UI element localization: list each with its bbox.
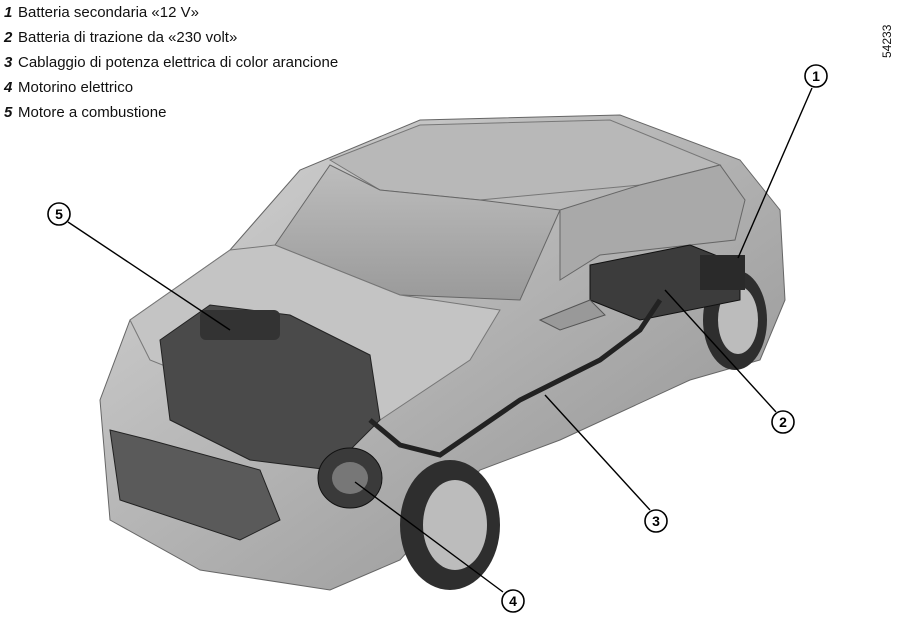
engine-cover [200,310,280,340]
callout-3: 3 [644,509,668,533]
svg-text:5: 5 [55,206,63,222]
side-window [559,164,746,281]
callout-2: 2 [771,410,795,434]
secondary-battery [700,255,745,290]
windshield [274,164,561,301]
svg-text:1: 1 [812,68,820,84]
leader-lines [67,87,813,593]
power-cable [368,298,663,458]
front-grille [109,429,281,541]
svg-text:2: 2 [779,414,787,430]
combustion-engine [159,304,381,471]
callout-4: 4 [501,589,525,613]
callout-5: 5 [47,202,71,226]
svg-text:4: 4 [509,593,517,609]
callout-1: 1 [804,64,828,88]
svg-text:3: 3 [652,513,660,529]
side-mirror [538,299,606,331]
